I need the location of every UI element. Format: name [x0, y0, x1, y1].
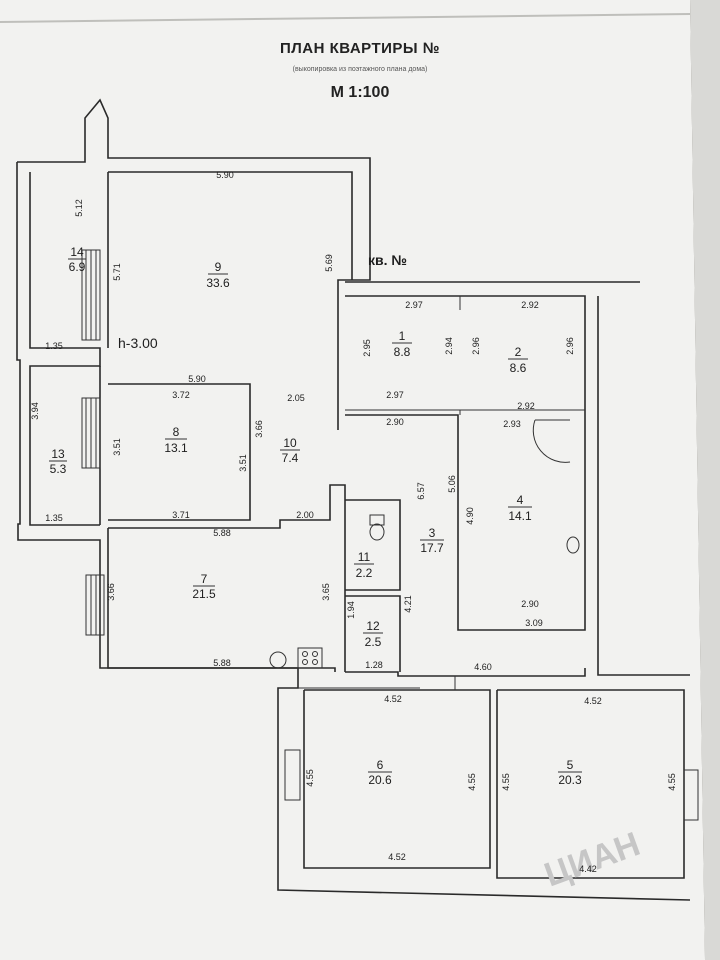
plan-subtitle: (выкопировка из поэтажного плана дома) — [292, 66, 428, 73]
dimension-label: 2.97 — [386, 390, 404, 400]
dimension-label: 2.90 — [521, 599, 539, 609]
room-6-number: 6 — [377, 758, 384, 772]
room-14-area: 6.9 — [69, 260, 86, 274]
dimension-label: 5.12 — [74, 199, 84, 217]
dimension-label: 2.95 — [362, 339, 372, 357]
room-4-area: 14.1 — [508, 509, 532, 523]
dimension-label: 4.21 — [403, 595, 413, 613]
room-12-area: 2.5 — [365, 635, 382, 649]
dimension-label: 2.94 — [444, 337, 454, 355]
dimension-label: 4.55 — [501, 773, 511, 791]
dimension-label: 5.06 — [447, 475, 457, 493]
room-9-number: 9 — [215, 260, 222, 274]
dimension-label: 3.65 — [321, 583, 331, 601]
dimension-label: 4.55 — [667, 773, 677, 791]
dimension-labels: 5.90 5.12 5.71 5.69 1.35 5.90 3.72 3.94 … — [30, 170, 677, 874]
room-7-number: 7 — [201, 572, 208, 586]
room-10-number: 10 — [283, 436, 297, 450]
dimension-label: 2.97 — [405, 300, 423, 310]
fixtures — [269, 419, 580, 669]
dimension-label: 5.88 — [213, 658, 231, 668]
room-labels: 14 6.9 9 33.6 13 5.3 8 13.1 10 7.4 7 21.… — [49, 245, 582, 787]
dimension-label: 4.55 — [305, 769, 315, 787]
dimension-label: 2.96 — [471, 337, 481, 355]
room-11-area: 2.2 — [356, 566, 373, 580]
room-10-area: 7.4 — [282, 451, 299, 465]
room-8-number: 8 — [173, 425, 180, 439]
dimension-label: 2.00 — [296, 510, 314, 520]
room-2-area: 8.6 — [510, 361, 527, 375]
dimension-label: 1.28 — [365, 660, 383, 670]
room-3-number: 3 — [429, 526, 436, 540]
apartment-label: кв. № — [368, 252, 407, 268]
room-1-area: 8.8 — [394, 345, 411, 359]
dimension-label: 3.09 — [525, 618, 543, 628]
dimension-label: 3.51 — [112, 438, 122, 456]
walls — [16, 98, 691, 901]
dimension-label: 2.96 — [565, 337, 575, 355]
dimension-label: 3.66 — [254, 420, 264, 438]
dimension-label: 1.35 — [45, 513, 63, 523]
dimension-label: 1.94 — [346, 601, 356, 619]
dimension-label: 4.60 — [474, 662, 492, 672]
room-5-area: 20.3 — [558, 773, 582, 787]
dimension-label: 2.05 — [287, 393, 305, 403]
room-13-number: 13 — [51, 447, 65, 461]
windows — [81, 249, 699, 821]
dimension-label: 1.35 — [45, 341, 63, 351]
plan-title: ПЛАН КВАРТИРЫ № — [279, 40, 441, 57]
room-4-number: 4 — [517, 493, 524, 507]
dimension-label: 3.66 — [106, 583, 116, 601]
room-3-area: 17.7 — [420, 541, 444, 555]
ceiling-height: h-3.00 — [118, 335, 158, 351]
dimension-label: 4.52 — [584, 696, 602, 706]
watermark-logo: ЦИАН — [540, 825, 645, 894]
dimension-label: 5.88 — [213, 528, 231, 538]
dimension-label: 4.55 — [467, 773, 477, 791]
dimension-label: 2.92 — [521, 300, 539, 310]
dimension-label: 2.93 — [503, 419, 521, 429]
room-1-number: 1 — [399, 329, 406, 343]
room-12-number: 12 — [366, 619, 380, 633]
dimension-label: 4.42 — [579, 864, 597, 874]
dimension-label: 5.90 — [188, 374, 206, 384]
dimension-label: 4.52 — [388, 852, 406, 862]
room-5-number: 5 — [567, 758, 574, 772]
dimension-label: 3.72 — [172, 390, 190, 400]
dimension-label: 5.90 — [216, 170, 234, 180]
dimension-label: 2.92 — [517, 401, 535, 411]
room-2-number: 2 — [515, 345, 522, 359]
dimension-label: 3.94 — [30, 402, 40, 420]
plan-scale: М 1:100 — [330, 84, 390, 101]
room-9-area: 33.6 — [206, 276, 230, 290]
room-11-number: 11 — [358, 550, 371, 564]
room-14-number: 14 — [70, 245, 84, 259]
room-6-area: 20.6 — [368, 773, 392, 787]
dimension-label: 6.57 — [416, 482, 426, 500]
dimension-label: 3.51 — [238, 454, 248, 472]
dimension-label: 4.90 — [465, 507, 475, 525]
room-7-area: 21.5 — [192, 587, 216, 601]
dimension-label: 5.71 — [112, 263, 122, 281]
dimension-label: 2.90 — [386, 417, 404, 427]
room-8-area: 13.1 — [164, 441, 188, 455]
room-13-area: 5.3 — [50, 462, 67, 476]
dimension-label: 4.52 — [384, 694, 402, 704]
dimension-label: 3.71 — [172, 510, 190, 520]
dimension-label: 5.69 — [324, 254, 334, 272]
